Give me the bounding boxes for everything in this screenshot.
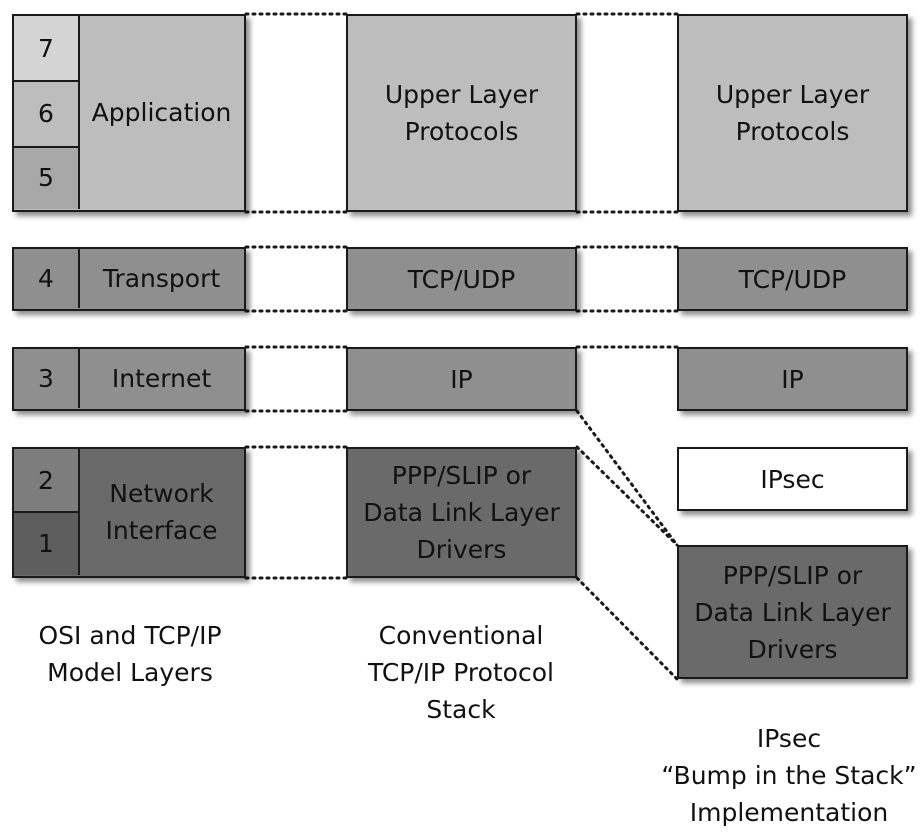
- connector-datalink-top: [575, 445, 679, 547]
- bits-datalink-box: PPP/SLIP or Data Link Layer Drivers: [677, 545, 908, 679]
- conventional-datalink-label: PPP/SLIP or Data Link Layer Drivers: [363, 461, 560, 564]
- osi-layer-4-label: 4: [38, 264, 54, 293]
- osi-network-divider: [78, 449, 80, 575]
- conventional-caption: Conventional TCP/IP Protocol Stack: [368, 621, 554, 724]
- osi-layer-6-label: 6: [38, 98, 54, 128]
- osi-layer-3-label: 3: [38, 364, 54, 393]
- osi-layer-5-label: 5: [38, 163, 54, 192]
- osi-internet-label: Internet: [111, 364, 212, 393]
- osi-layer-7-label: 7: [38, 33, 54, 63]
- osi-7-6-divider: [14, 80, 78, 82]
- osi-layer-4-cell: 4: [14, 249, 78, 308]
- osi-layer-1-cell: 1: [14, 511, 78, 575]
- osi-layer-2-label: 2: [38, 465, 54, 495]
- bits-datalink-label: PPP/SLIP or Data Link Layer Drivers: [694, 560, 891, 664]
- osi-application-label: Application: [91, 98, 232, 127]
- conventional-ip-box: IP: [346, 347, 577, 411]
- bits-caption: IPsec “Bump in the Stack” Implementation: [661, 724, 917, 827]
- osi-layer-5-cell: 5: [14, 146, 78, 209]
- osi-transport-cell: Transport: [80, 249, 243, 308]
- connector-ip-to-datalink: [575, 409, 679, 547]
- osi-internet-cell: Internet: [80, 349, 243, 408]
- osi-network-interface-label: Network Interface: [105, 479, 218, 545]
- osi-application-cell: Application: [80, 16, 243, 209]
- osi-layer-2-cell: 2: [14, 449, 78, 511]
- osi-internet-divider: [78, 349, 80, 408]
- conventional-upper-layer-box: Upper Layer Protocols: [346, 14, 577, 212]
- osi-application-divider: [78, 16, 80, 209]
- bits-tcpudp-label: TCP/UDP: [738, 264, 847, 294]
- conventional-upper-layer-label: Upper Layer Protocols: [384, 80, 539, 146]
- osi-layer-3-cell: 3: [14, 349, 78, 408]
- osi-caption: OSI and TCP/IP Model Layers: [38, 621, 222, 687]
- osi-internet-block: 3 Internet: [12, 347, 246, 411]
- osi-transport-divider: [78, 249, 80, 308]
- bits-ipsec-box: IPsec: [677, 447, 908, 511]
- conventional-tcpudp-box: TCP/UDP: [346, 247, 577, 311]
- osi-layer-6-cell: 6: [14, 80, 78, 146]
- osi-6-5-divider: [14, 146, 78, 148]
- bits-tcpudp-box: TCP/UDP: [677, 247, 908, 311]
- osi-transport-label: Transport: [102, 264, 221, 293]
- bits-ip-box: IP: [677, 347, 908, 411]
- bits-upper-layer-box: Upper Layer Protocols: [677, 14, 908, 212]
- osi-transport-block: 4 Transport: [12, 247, 246, 311]
- osi-network-interface-block: 2 1 Network Interface: [12, 447, 246, 578]
- osi-layer-7-cell: 7: [14, 16, 78, 80]
- osi-application-block: 7 6 5 Application: [12, 14, 246, 212]
- conventional-ip-label: IP: [450, 364, 473, 394]
- osi-2-1-divider: [14, 511, 78, 513]
- conventional-tcpudp-label: TCP/UDP: [407, 264, 516, 294]
- connector-datalink-bottom: [575, 576, 679, 681]
- bits-ipsec-label: IPsec: [760, 464, 825, 494]
- osi-layer-1-label: 1: [38, 528, 54, 558]
- bits-upper-layer-label: Upper Layer Protocols: [715, 80, 870, 146]
- osi-network-interface-cell: Network Interface: [80, 449, 243, 575]
- bits-ip-label: IP: [781, 364, 804, 394]
- conventional-datalink-box: PPP/SLIP or Data Link Layer Drivers: [346, 447, 577, 578]
